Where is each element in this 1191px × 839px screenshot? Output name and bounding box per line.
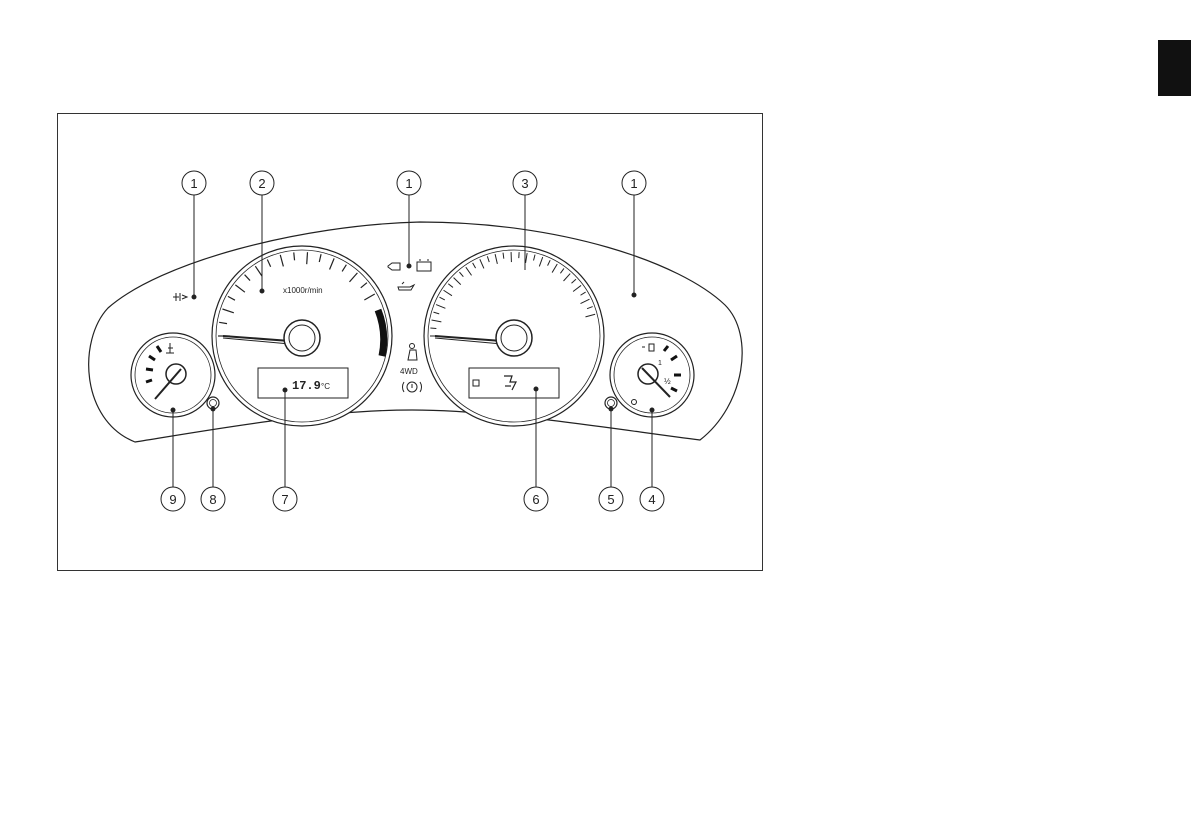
- dial-tick: [294, 252, 295, 260]
- callout-9: 9: [161, 487, 185, 511]
- svg-text:5: 5: [607, 492, 614, 507]
- callout-1-left: 1: [182, 171, 206, 195]
- fuel-empty-mark: [632, 400, 637, 405]
- fuel-scale-half: ½: [664, 377, 671, 386]
- svg-text:1: 1: [190, 176, 197, 191]
- fuel-scale-one: 1: [658, 360, 662, 367]
- temperature-display-value: 17.9: [292, 379, 321, 393]
- svg-text:1: 1: [630, 176, 637, 191]
- tachometer-unit-label: x1000r/min: [283, 286, 323, 295]
- odometer-display-window: [469, 368, 559, 398]
- dial-tick: [430, 328, 436, 329]
- callout-3: 3: [513, 171, 537, 195]
- coolant-temperature-gauge: [131, 333, 215, 417]
- callout-4: 4: [640, 487, 664, 511]
- svg-text:6: 6: [532, 492, 539, 507]
- svg-text:3: 3: [521, 176, 528, 191]
- svg-text:8: 8: [209, 492, 216, 507]
- callout-8: 8: [201, 487, 225, 511]
- svg-text:4: 4: [648, 492, 655, 507]
- callout-7: 7: [273, 487, 297, 511]
- callout-6: 6: [524, 487, 548, 511]
- svg-text:9: 9: [169, 492, 176, 507]
- svg-text:2: 2: [258, 176, 265, 191]
- svg-text:7: 7: [281, 492, 288, 507]
- dial-tick: [307, 252, 308, 264]
- callout-5: 5: [599, 487, 623, 511]
- callout-2: 2: [250, 171, 274, 195]
- tachometer-gauge: x1000r/min 17.9 °C: [212, 246, 392, 426]
- speedometer-gauge: [424, 246, 604, 426]
- fuel-gauge: 1 ½: [610, 333, 694, 417]
- svg-text:1: 1: [405, 176, 412, 191]
- callout-1-center: 1: [397, 171, 421, 195]
- temperature-display-unit: °C: [321, 382, 330, 391]
- four-wd-indicator: 4WD: [400, 367, 418, 376]
- callout-1-right: 1: [622, 171, 646, 195]
